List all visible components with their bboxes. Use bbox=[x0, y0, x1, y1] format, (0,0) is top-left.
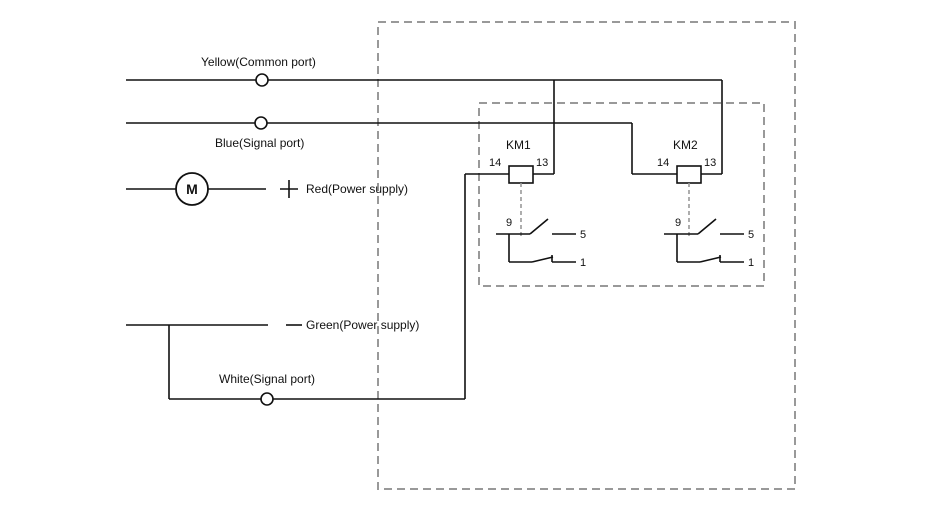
km2-terminal-1: 1 bbox=[748, 257, 754, 269]
yellow-wire bbox=[126, 79, 723, 175]
km2-name: KM2 bbox=[673, 138, 698, 152]
km2-terminal-5: 5 bbox=[748, 229, 754, 241]
motor-label: M bbox=[186, 181, 198, 197]
km2-terminal-14: 14 bbox=[657, 157, 669, 169]
km1-terminal-1: 1 bbox=[580, 257, 586, 269]
motor: M bbox=[126, 172, 266, 206]
white-label: White(Signal port) bbox=[219, 372, 315, 386]
outer-enclosure bbox=[377, 21, 796, 490]
red-label: Red(Power supply) bbox=[306, 182, 408, 196]
green-label: Green(Power supply) bbox=[306, 318, 419, 332]
relay-km2: KM2 14 13 9 5 1 bbox=[657, 138, 754, 269]
relay-km1: KM1 14 13 9 5 1 bbox=[489, 138, 586, 269]
green-wire bbox=[126, 324, 268, 399]
km2-terminal-9: 9 bbox=[675, 217, 681, 229]
km1-terminal-9: 9 bbox=[506, 217, 512, 229]
plus-sign bbox=[280, 180, 298, 198]
white-wire bbox=[169, 173, 509, 400]
yellow-port-circle bbox=[255, 73, 269, 87]
yellow-label: Yellow(Common port) bbox=[201, 55, 316, 69]
white-port-circle bbox=[260, 392, 274, 406]
blue-wire bbox=[126, 122, 677, 175]
km1-terminal-14: 14 bbox=[489, 157, 501, 169]
blue-label: Blue(Signal port) bbox=[215, 136, 304, 150]
km1-coil bbox=[508, 165, 534, 184]
km1-terminal-5: 5 bbox=[580, 229, 586, 241]
blue-port-circle bbox=[254, 116, 268, 130]
km2-terminal-13: 13 bbox=[704, 157, 716, 169]
km1-terminal-13: 13 bbox=[536, 157, 548, 169]
km2-coil bbox=[676, 165, 702, 184]
km1-name: KM1 bbox=[506, 138, 531, 152]
